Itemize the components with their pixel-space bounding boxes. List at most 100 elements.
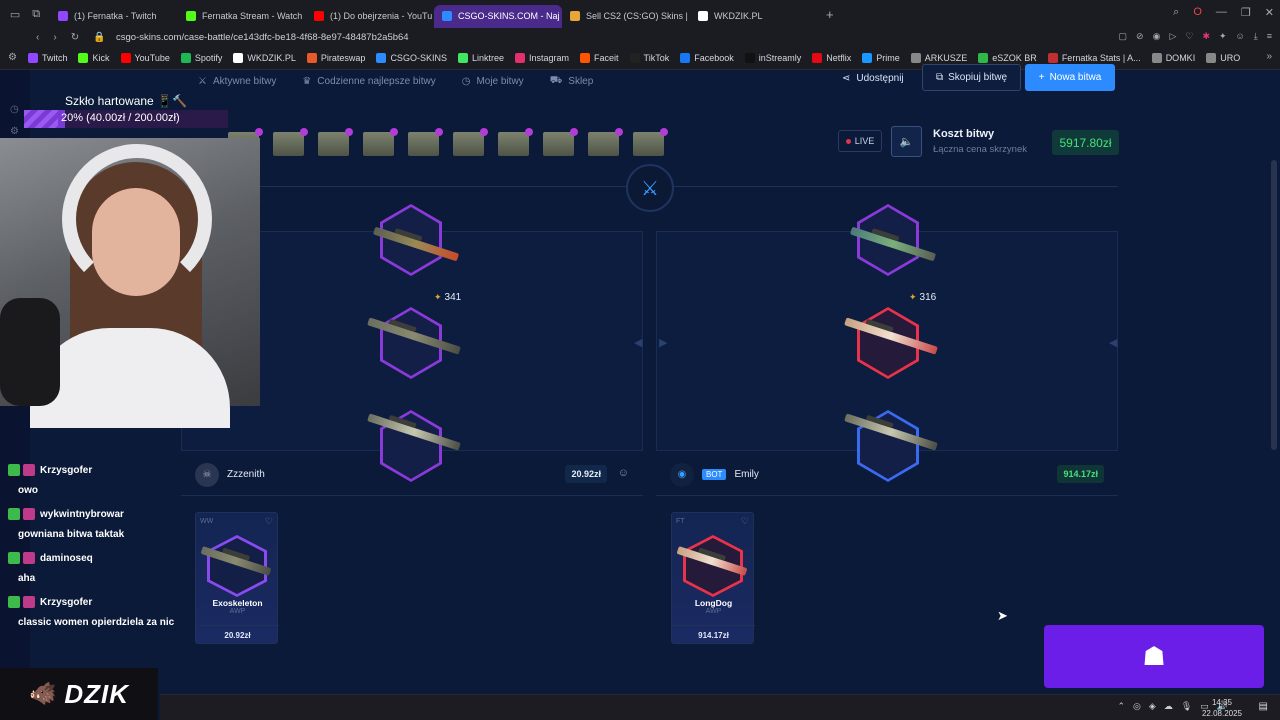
download-icon[interactable]: ⤓ — [1253, 31, 1258, 41]
forward-icon[interactable]: › — [53, 32, 57, 43]
back-icon[interactable]: ‹ — [36, 32, 40, 43]
bookmark-item[interactable]: Prime — [862, 52, 900, 63]
cloud-icon[interactable]: ☁ — [1163, 701, 1173, 711]
drop-card[interactable]: WW ♡ Exoskeleton AWP 20.92zł — [195, 512, 279, 644]
account-icon[interactable]: ☺ — [1235, 31, 1245, 41]
site-nav-label: Aktywne bitwy — [212, 75, 277, 87]
taskbar-clock[interactable]: 14:35 22.08.2025 — [1202, 697, 1242, 719]
cart-icon: ⛟ — [549, 74, 563, 86]
bookmark-item[interactable]: DOMKI — [1151, 52, 1195, 63]
case-thumbnail[interactable] — [498, 128, 533, 156]
bookmarks-more-icon[interactable]: » — [1266, 51, 1272, 62]
goal-stripes — [24, 110, 58, 128]
bookmark-item[interactable]: Fernatka Stats | A... — [1047, 52, 1141, 63]
bookmark-favicon-icon — [812, 52, 823, 63]
case-thumbnail[interactable] — [453, 128, 488, 156]
live-badge: LIVE — [838, 130, 882, 152]
settings-icon[interactable]: ⚙ — [10, 126, 19, 137]
bookmark-item[interactable]: Kick — [78, 52, 110, 63]
search-icon[interactable]: ⌕ — [1173, 6, 1180, 18]
site-nav-item[interactable]: ♛Codzienne najlepsze bitwy — [302, 76, 435, 87]
block-icon[interactable]: ⊘ — [1136, 31, 1144, 41]
site-nav-item[interactable]: ⛟Sklep — [550, 75, 594, 88]
player-name[interactable]: Zzzenith — [227, 469, 265, 480]
bookmark-label: Twitch — [41, 52, 68, 63]
site-nav-item[interactable]: ⚔Aktywne bitwy — [198, 76, 276, 87]
new-tab-icon[interactable]: + — [826, 7, 834, 22]
bookmark-item[interactable]: Twitch — [27, 52, 68, 63]
bookmark-item[interactable]: Linktree — [457, 52, 504, 63]
extension-icon[interactable]: ✱ — [1202, 31, 1210, 41]
reload-icon[interactable]: ↻ — [70, 32, 80, 43]
case-thumbnail[interactable] — [408, 128, 443, 156]
promo-banner[interactable]: ☗ — [1044, 625, 1264, 688]
avatar[interactable]: ☠ — [195, 462, 219, 487]
snapshot-icon[interactable]: ▢ — [1118, 31, 1128, 41]
case-thumbnail[interactable] — [588, 128, 623, 156]
tab-manager-icon[interactable]: ⧉ — [32, 8, 41, 20]
case-thumbnail[interactable] — [363, 128, 398, 156]
bookmark-item[interactable]: URO — [1206, 52, 1240, 63]
restore-icon[interactable]: ❐ — [1240, 7, 1251, 19]
bookmark-favicon-icon — [1047, 52, 1058, 63]
close-icon[interactable]: ✕ — [1264, 7, 1274, 19]
case-thumbnail[interactable] — [633, 128, 668, 156]
bookmark-item[interactable]: Spotify — [180, 52, 222, 63]
browser-tab[interactable]: (1) Do obejrzenia - YouTu — [306, 5, 434, 28]
puzzle-icon[interactable]: ✦ — [1219, 31, 1227, 41]
mic-tray-icon[interactable]: 🎙 — [1180, 701, 1193, 711]
bookmark-item[interactable]: WKDZIK.PL — [233, 52, 296, 63]
bookmark-item[interactable]: CSGO-SKINS — [376, 52, 447, 63]
browser-tab[interactable]: Fernatka Stream - Watch — [178, 5, 306, 28]
bookmark-item[interactable]: Netflix — [812, 52, 851, 63]
site-nav-label: Codzienne najlepsze bitwy — [317, 75, 436, 87]
menu-icon[interactable]: ≡ — [1266, 31, 1272, 41]
bookmark-item[interactable]: eSZOK BR — [978, 52, 1037, 63]
discord-icon[interactable]: ◈ — [1148, 701, 1156, 711]
browser-tab[interactable]: WKDZIK.PL — [690, 5, 818, 28]
settings-icon[interactable]: ⚙ — [8, 52, 17, 63]
sound-toggle-button[interactable]: 🔈 — [891, 126, 922, 157]
chevron-up-icon[interactable]: ⌃ — [1117, 701, 1126, 711]
bookmark-item[interactable]: Instagram — [514, 52, 569, 63]
heart-icon[interactable]: ♡ — [1185, 31, 1194, 41]
boar-icon: 🐗 — [28, 681, 57, 706]
play-icon[interactable]: ▷ — [1169, 31, 1177, 41]
bookmark-item[interactable]: inStreamly — [744, 52, 801, 63]
sidebar-toggle-icon[interactable]: ▭ — [9, 9, 21, 21]
site-nav: ⚔Aktywne bitwy ♛Codzienne najlepsze bitwy… — [180, 70, 1120, 92]
bookmark-item[interactable]: TikTok — [629, 52, 669, 63]
notifications-icon[interactable]: ▤ — [1258, 701, 1268, 712]
bookmark-item[interactable]: ARKUSZE — [910, 52, 967, 63]
url-field[interactable]: csgo-skins.com/case-battle/ce143dfc-be18… — [116, 32, 409, 43]
copy-battle-button[interactable]: ⧉ Skopiuj bitwę — [922, 64, 1021, 91]
site-nav-item[interactable]: ◷Moje bitwy — [462, 76, 524, 87]
network-icon[interactable]: ▭ — [1200, 701, 1209, 711]
case-thumbnail[interactable] — [543, 128, 578, 156]
page-scrollbar[interactable] — [1271, 160, 1277, 450]
share-button[interactable]: ⋖ Udostępnij — [842, 70, 904, 86]
new-battle-button[interactable]: + Nowa bitwa — [1025, 64, 1115, 91]
browser-tab[interactable]: CSGO-SKINS.COM - Naj — [434, 4, 562, 28]
reel-xp-value: 341 — [444, 292, 462, 303]
opera-icon[interactable]: O — [1193, 6, 1202, 18]
history-icon[interactable]: ◷ — [10, 104, 19, 115]
speaker-tray-icon[interactable]: 🔊 — [1216, 701, 1228, 711]
browser-tab[interactable]: Sell CS2 (CS:GO) Skins | — [562, 5, 690, 28]
favorite-icon[interactable]: ♡ — [264, 516, 273, 526]
chat-badge-icon — [23, 508, 35, 520]
bookmark-item[interactable]: YouTube — [120, 52, 170, 63]
steam-icon[interactable]: ◎ — [1133, 701, 1141, 711]
bookmark-item[interactable]: Faceit — [580, 52, 619, 63]
case-thumbnail[interactable] — [318, 128, 353, 156]
minimize-icon[interactable]: — — [1215, 6, 1227, 18]
drop-card[interactable]: FT ♡ LongDog AWP 914.17zł — [671, 512, 755, 644]
favorite-icon[interactable]: ♡ — [740, 516, 749, 526]
emoji-icon[interactable]: ☺ — [617, 467, 629, 479]
browser-tab[interactable]: (1) Fernatka - Twitch — [50, 5, 178, 28]
case-thumbnail[interactable] — [273, 128, 308, 156]
bookmark-item[interactable]: Facebook — [680, 52, 734, 63]
bookmark-item[interactable]: Pirateswap — [306, 52, 365, 63]
camera-icon[interactable]: ◉ — [1152, 31, 1161, 41]
